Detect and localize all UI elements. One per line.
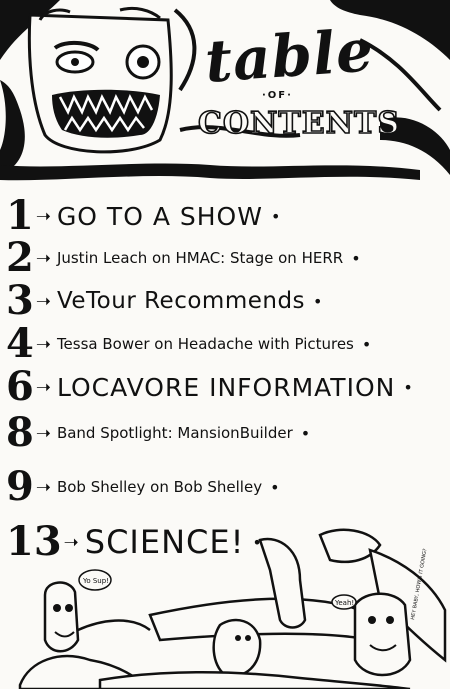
middle-speech-text: Yeah! — [334, 599, 354, 607]
swirl-bottom-band — [0, 163, 420, 181]
right-hand — [318, 528, 382, 564]
left-figure-head — [43, 581, 80, 653]
entry-title: Bob Shelley on Bob Shelley — [56, 478, 263, 496]
left-figure-arm — [77, 619, 151, 632]
arrow-icon: ➝ — [35, 290, 51, 312]
bullet-dot-icon: • — [361, 334, 372, 354]
footer-illustration: Yo Sup! Yeah! HEY BABY, HOW'S IT GOING? — [18, 528, 447, 689]
middle-figure-body — [212, 618, 262, 678]
title-word-of: ·OF· — [262, 90, 293, 101]
contents-entry[interactable]: 8 ➝ Band Spotlight: MansionBuilder • — [6, 413, 310, 453]
entry-title: GO TO A SHOW — [56, 201, 263, 231]
page-number: 8 — [6, 409, 34, 456]
contents-entry[interactable]: 9 ➝ Bob Shelley on Bob Shelley • — [6, 467, 280, 507]
swirl-lines — [173, 8, 442, 138]
swirl-left-band — [0, 80, 25, 175]
page-number: 6 — [6, 363, 34, 410]
arrow-icon: ➝ — [35, 422, 51, 444]
page-number: 3 — [6, 277, 34, 324]
page-number: 2 — [6, 234, 34, 281]
page-number: 13 — [6, 518, 62, 565]
contents-entry[interactable]: 2 ➝ Justin Leach on HMAC: Stage on HERR … — [6, 238, 361, 278]
swirl-right-top — [330, 0, 450, 60]
bullet-dot-icon: • — [300, 423, 311, 443]
swirl-right-mid — [380, 117, 450, 175]
contents-entry[interactable]: 4 ➝ Tessa Bower on Headache with Picture… — [6, 324, 371, 364]
page-number: 9 — [6, 463, 34, 510]
bullet-dot-icon: • — [351, 248, 361, 268]
entry-title: VeTour Recommends — [56, 288, 306, 314]
contents-entry[interactable]: 13 ➝ SCIENCE! • — [6, 522, 262, 562]
contents-entry[interactable]: 1 ➝ GO TO A SHOW • — [6, 196, 280, 236]
bottom-limb — [98, 670, 411, 689]
entry-title: Tessa Bower on Headache with Pictures — [56, 335, 354, 353]
face-drawing — [27, 6, 173, 154]
arrow-icon: ➝ — [35, 376, 51, 398]
entry-title: SCIENCE! — [84, 523, 245, 561]
arrow-icon: ➝ — [35, 333, 51, 355]
title-word-contents: CONTENTS — [197, 105, 401, 142]
bullet-dot-icon: • — [270, 477, 280, 497]
arrow-icon: ➝ — [35, 205, 51, 227]
page-number: 1 — [6, 192, 34, 239]
title-word-table: table — [202, 16, 377, 96]
bullet-dot-icon: • — [252, 532, 262, 552]
swirl-top-left — [0, 0, 60, 60]
bullet-dot-icon: • — [403, 377, 413, 397]
entry-title: LOCAVORE INFORMATION — [56, 372, 396, 402]
sprawling-leg — [258, 537, 307, 629]
entry-title: Band Spotlight: MansionBuilder — [56, 424, 293, 442]
contents-entry[interactable]: 3 ➝ VeTour Recommends • — [6, 281, 322, 321]
header-illustration — [0, 0, 450, 181]
arrow-icon: ➝ — [63, 531, 79, 553]
entry-title: Justin Leach on HMAC: Stage on HERR — [56, 249, 344, 267]
arrow-icon: ➝ — [35, 476, 51, 498]
bullet-dot-icon: • — [313, 291, 323, 311]
left-speech-text: Yo Sup! — [82, 577, 109, 585]
arrow-icon: ➝ — [35, 247, 51, 269]
right-figure-head — [353, 592, 412, 677]
page-number: 4 — [6, 320, 34, 367]
contents-entry[interactable]: 6 ➝ LOCAVORE INFORMATION • — [6, 367, 413, 407]
bullet-dot-icon: • — [270, 206, 281, 226]
